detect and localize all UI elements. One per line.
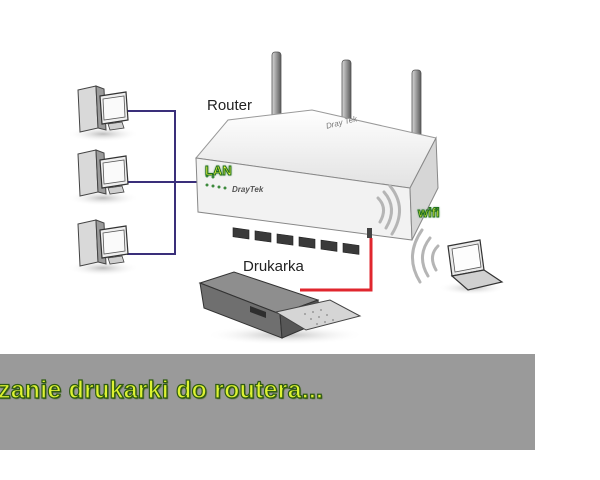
router-label: Router [207,97,253,114]
wifi-waves-icon [376,184,401,236]
desktop-computer-icon [67,219,139,276]
desktop-computer-icon [67,85,139,142]
lan-label: LAN [205,163,233,179]
wifi-label: wifi [418,205,441,221]
printer-cable [300,238,373,292]
antenna [411,69,422,143]
router-brand-label: DrayTek [232,185,264,194]
router-icon [195,51,439,255]
desktop-computer-icon [67,149,139,206]
caption-banner: zanie drukarki do routera... [0,354,535,450]
wifi-waves-icon [411,228,440,284]
printer-icon [198,271,365,345]
caption-text: zanie drukarki do routera... [0,375,324,404]
laptop-icon [438,239,506,295]
printer-label: Drukarka [243,258,304,275]
